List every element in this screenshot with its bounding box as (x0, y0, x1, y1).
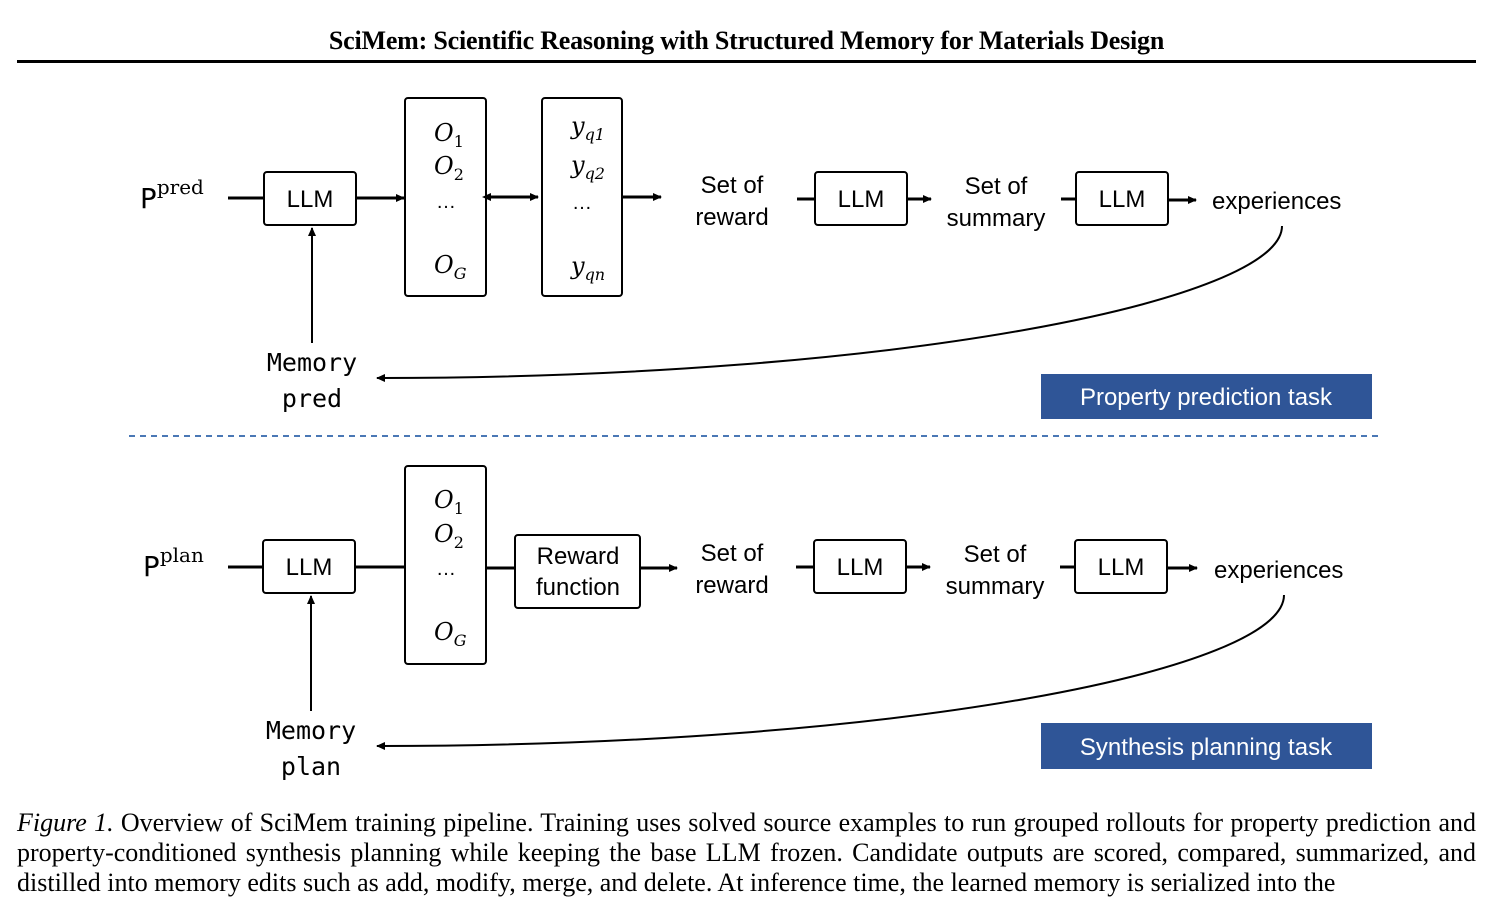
plan-prompt: Pplan (143, 543, 204, 583)
plan-memory-line2: plan (281, 752, 341, 781)
plan-experiences-label: experiences (1214, 557, 1343, 584)
pred-llm-box-1 (263, 171, 357, 226)
pred-prompt-base: P (140, 182, 157, 215)
plan-reward-function-box (514, 534, 641, 609)
plan-task-badge (1041, 723, 1372, 769)
plan-feedback-curve (376, 594, 1285, 750)
pred-task-badge (1041, 374, 1372, 419)
pred-llm-label-1: LLM (287, 186, 334, 213)
plan-llm-box-3 (1074, 539, 1168, 594)
plan-output-2: O2 (434, 520, 464, 552)
pred-prompt: Ppred (140, 175, 204, 215)
pred-experiences-label: experiences (1212, 188, 1341, 215)
pred-llm-box-2 (814, 171, 908, 226)
plan-output-ellipsis: … (436, 558, 456, 580)
plan-prompt-base: P (143, 550, 160, 583)
plan-llm-label-2: LLM (837, 554, 884, 581)
plan-reward-function-line2: function (536, 574, 620, 601)
pred-y-n: yqn (570, 252, 605, 284)
plan-memory-line1: Memory (266, 716, 356, 745)
plan-llm-box-2 (813, 539, 907, 594)
pred-prompt-sup: pred (157, 175, 204, 199)
pred-memory-line2: pred (282, 384, 342, 413)
header-rule (17, 60, 1476, 63)
pred-reward-set-line2: reward (695, 204, 768, 231)
plan-summary-set-line2: summary (946, 573, 1045, 600)
plan-output-g: OG (434, 618, 467, 650)
pred-memory-line1: Memory (267, 348, 357, 377)
plan-reward-set-line2: reward (695, 572, 768, 599)
pred-y-ellipsis: … (572, 192, 592, 214)
paper-page: SciMem: Scientific Reasoning with Struct… (17, 26, 1476, 897)
pred-summary-set-line2: summary (947, 205, 1046, 232)
pred-y-box (541, 97, 623, 297)
plan-outputs-box (404, 465, 487, 665)
pred-output-g: OG (434, 251, 467, 283)
pred-llm-label-2: LLM (838, 186, 885, 213)
figure-caption-label: Figure 1. (17, 808, 114, 837)
plan-prompt-sup: plan (160, 543, 204, 567)
pred-y-2: yq2 (570, 151, 605, 183)
pred-y-1: yq1 (570, 112, 605, 144)
pred-output-1: O1 (434, 119, 464, 151)
plan-task-badge-label: Synthesis planning task (1080, 734, 1333, 761)
plan-llm-label-1: LLM (286, 554, 333, 581)
pred-task-badge-label: Property prediction task (1080, 384, 1333, 411)
pipeline-figure: Ppred LLM O1 O2 … OG yq1 yq2 … yqn Set o… (129, 97, 1378, 781)
pred-summary-set-line1: Set of (965, 173, 1028, 200)
plan-llm-label-3: LLM (1098, 554, 1145, 581)
pred-row: Ppred LLM O1 O2 … OG yq1 yq2 … yqn Set o… (140, 97, 1372, 419)
plan-reward-function-line1: Reward (537, 543, 620, 570)
pred-reward-set-line1: Set of (701, 172, 764, 199)
plan-row: Pplan LLM O1 O2 … OG Reward function Set… (143, 465, 1372, 781)
pred-llm-label-3: LLM (1099, 186, 1146, 213)
pred-feedback-curve (376, 225, 1283, 382)
figure-caption: Figure 1. Overview of SciMem training pi… (17, 808, 1476, 898)
pred-llm-box-3 (1075, 171, 1169, 226)
plan-reward-set-line1: Set of (701, 540, 764, 567)
plan-output-1: O1 (434, 486, 464, 518)
pred-output-ellipsis: … (436, 191, 456, 213)
running-title: SciMem: Scientific Reasoning with Struct… (328, 26, 1165, 55)
plan-llm-box-1 (262, 539, 356, 594)
figure-caption-text: Overview of SciMem training pipeline. Tr… (17, 808, 1476, 897)
pred-output-2: O2 (434, 152, 464, 184)
plan-summary-set-line1: Set of (964, 541, 1027, 568)
